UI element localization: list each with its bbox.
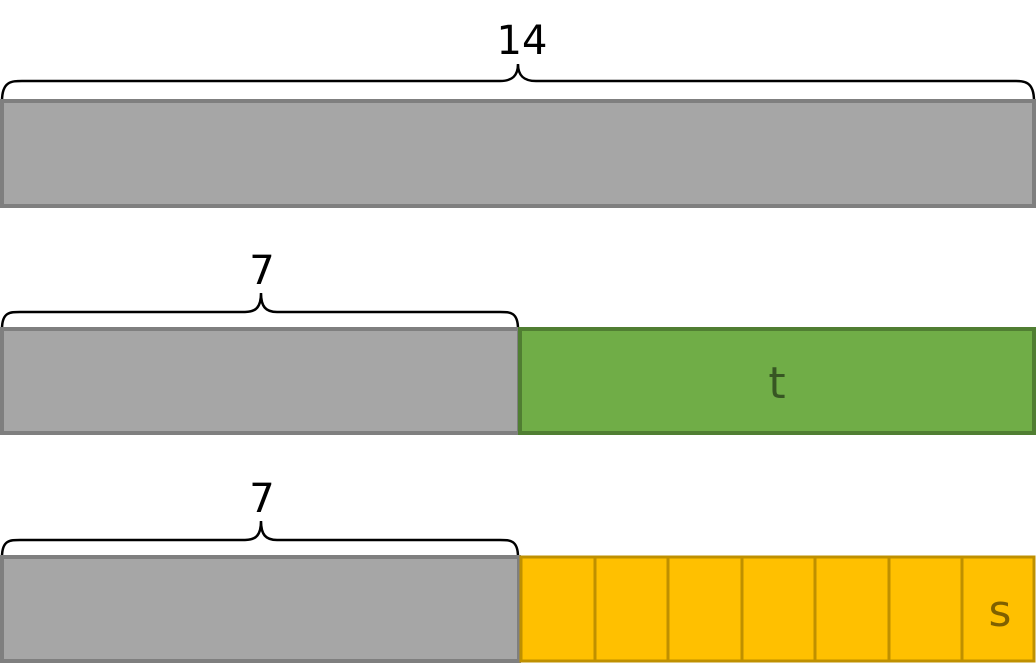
segment-label-t: t — [768, 358, 785, 409]
unit-block-3 — [666, 555, 744, 663]
yellow-unit-blocks — [519, 555, 1036, 663]
unit-block-2 — [593, 555, 670, 663]
row-1: 14 — [0, 18, 1036, 208]
bar-green-part — [518, 327, 1036, 435]
bar-whole — [0, 99, 1036, 208]
bar-gray-part — [0, 327, 521, 435]
brace-row-1 — [0, 63, 1036, 102]
unit-block-4 — [740, 555, 817, 663]
bar-gray-part — [0, 555, 521, 663]
brace-label-row-1: 14 — [497, 18, 548, 64]
segment-label-s: s — [989, 586, 1012, 637]
brace-row-2 — [0, 292, 520, 330]
unit-block-7 — [960, 555, 1036, 663]
unit-block-6 — [887, 555, 964, 663]
row-3: 7 s — [0, 476, 1036, 663]
row-2: 7 t — [0, 248, 1036, 435]
unit-block-1 — [519, 555, 597, 663]
brace-label-row-2: 7 — [249, 248, 274, 294]
brace-row-3 — [0, 520, 520, 558]
unit-block-5 — [813, 555, 891, 663]
brace-label-row-3: 7 — [249, 476, 274, 522]
